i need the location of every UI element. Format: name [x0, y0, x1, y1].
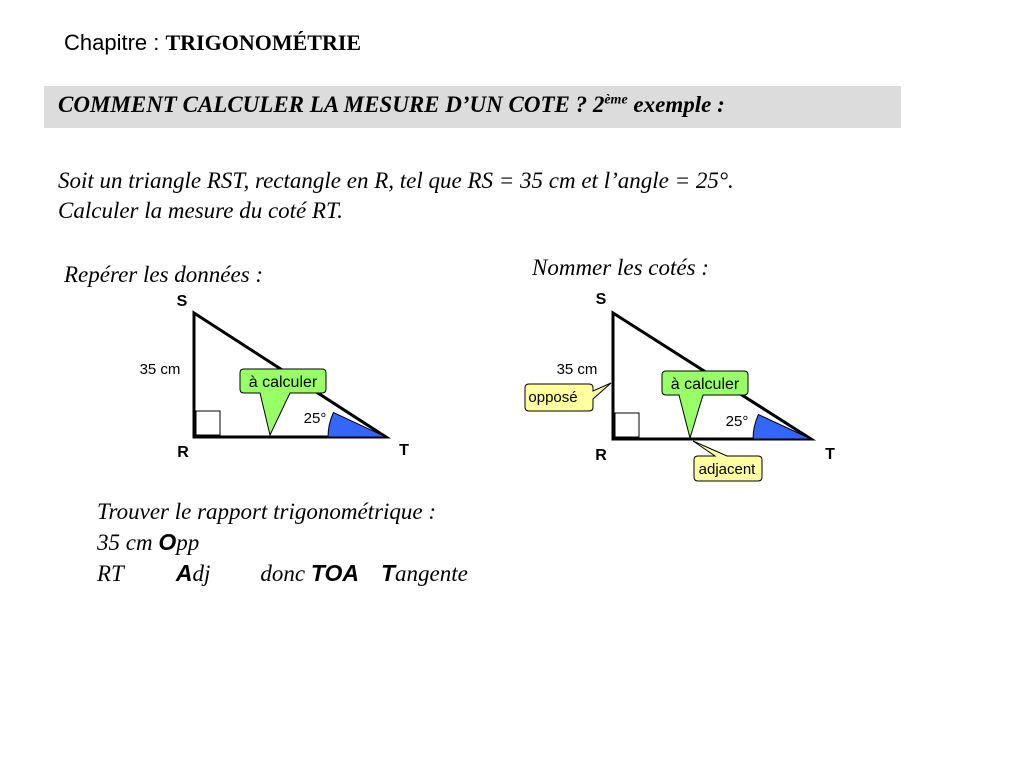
section-banner [44, 86, 901, 128]
right-section-heading: Nommer les cotés : [532, 255, 709, 280]
callout-text: à calculer [249, 374, 318, 391]
section-banner-text: COMMENT CALCULER LA MESURE D’UN COTE ? 2… [58, 92, 725, 118]
right-angle-marker [614, 412, 640, 438]
adjacent-text: adjacent [699, 461, 757, 478]
ratio-row2-rest: dj [192, 561, 211, 586]
triangle-figure-sides: à calculer opposé adjacent S R T 35 cm 2… [524, 291, 835, 482]
vertex-r-label: R [177, 444, 189, 461]
side-rs-label: 35 cm [557, 361, 598, 378]
ratio-section: Trouver le rapport trigonométrique : 35 … [97, 496, 468, 589]
chapter-heading: Chapitre : TRIGONOMÉTRIE [64, 30, 361, 56]
banner-main-text: COMMENT CALCULER LA MESURE D’UN COTE ? 2 [58, 92, 605, 117]
left-section-heading: Repérer les données : [64, 262, 264, 287]
ratio-heading: Trouver le rapport trigonométrique : [97, 499, 437, 524]
ratio-row-2: RT Adj donc TOA Tangente [97, 558, 468, 589]
ratio-row2-value: RT [97, 561, 124, 586]
vertex-s-label: S [596, 291, 607, 308]
vertex-r-label: R [595, 447, 607, 464]
callout-text: à calculer [671, 376, 740, 393]
triangle-figure-data: à calculer S R T 35 cm 25° [140, 293, 410, 461]
banner-suffix: exemple : [627, 92, 725, 117]
ratio-donc: donc [260, 561, 311, 586]
label-adjacent [692, 440, 763, 482]
ratio-row2-letter: A [175, 560, 193, 586]
ratio-t-letter: T [380, 560, 396, 586]
ratio-t-rest: angente [395, 561, 468, 586]
ratio-row1-rest: pp [176, 530, 200, 555]
vertex-s-label: S [177, 293, 188, 310]
angle-t-marker [752, 413, 812, 440]
ratio-row1-letter: O [158, 529, 177, 555]
label-oppose [524, 382, 612, 412]
ratio-row1-value: 35 cm [97, 530, 159, 555]
right-angle-marker [195, 410, 221, 436]
statement-line-1: Soit un triangle RST, rectangle en R, te… [58, 168, 734, 193]
oppose-text: opposé [528, 389, 577, 406]
callout-a-calculer [239, 368, 327, 437]
chapter-prefix: Chapitre : [64, 30, 166, 55]
chapter-title: TRIGONOMÉTRIE [165, 30, 362, 55]
ratio-toa: TOA [310, 560, 359, 586]
angle-label: 25° [726, 413, 749, 430]
vertex-t-label: T [825, 446, 835, 463]
problem-statement: Soit un triangle RST, rectangle en R, te… [58, 166, 734, 226]
ratio-row-1: 35 cm Opp [97, 527, 468, 558]
angle-t-marker [327, 411, 387, 438]
statement-line-2: Calculer la mesure du coté RT. [58, 198, 343, 223]
callout-a-calculer [661, 370, 749, 440]
angle-label: 25° [304, 410, 327, 427]
vertex-t-label: T [399, 442, 409, 459]
side-rs-label: 35 cm [140, 361, 181, 378]
banner-superscript: ème [604, 92, 628, 108]
